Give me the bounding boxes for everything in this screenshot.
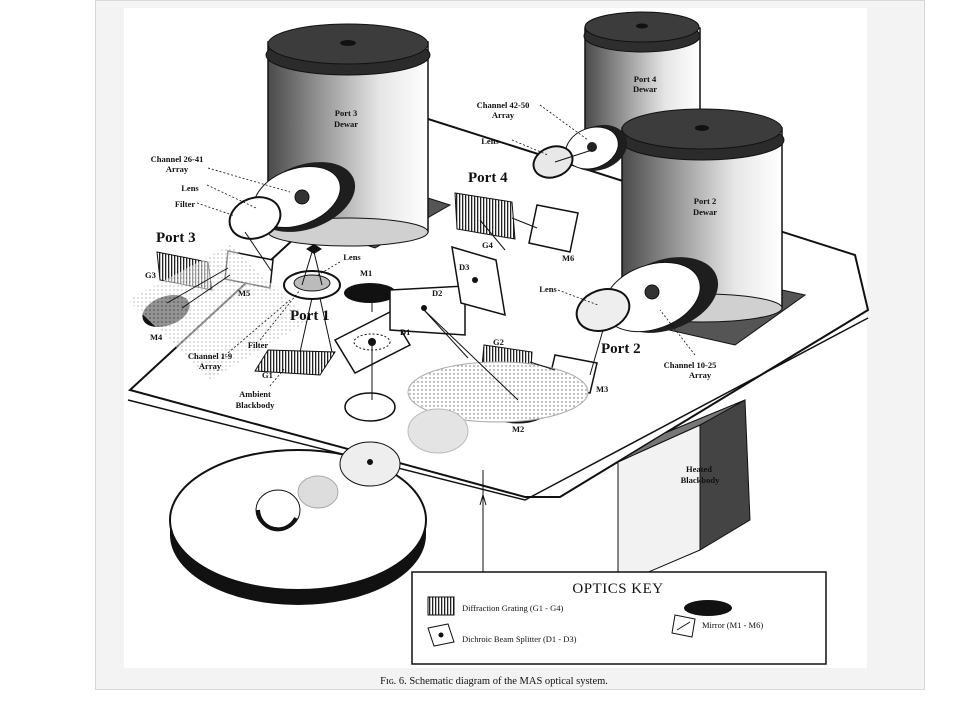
g3-label: G3 <box>145 270 156 280</box>
splitter-d3 <box>451 245 506 317</box>
heated-blackbody-label-1: Heated <box>686 464 712 474</box>
m2-label: M2 <box>512 424 524 434</box>
port2-lens-label: Lens <box>539 284 557 294</box>
d3-label: D3 <box>459 262 469 272</box>
port4-lens <box>532 145 574 179</box>
figure-caption: Fɪɢ. 6. Schematic diagram of the MAS opt… <box>380 676 608 687</box>
bench-edge <box>127 317 869 501</box>
splitter-d2-dot <box>421 305 427 311</box>
d2-label: D2 <box>432 288 442 298</box>
heated-blackbody-label-2: Blackbody <box>681 475 720 485</box>
port3-label: Port 3 <box>156 230 196 246</box>
port3-dewar-label-2: Dewar <box>334 119 358 129</box>
channel-1-9-label-2: Array <box>199 361 222 371</box>
channel-42-50-label-1: Channel 42-50 <box>477 100 530 110</box>
mirror-key-icon <box>684 600 732 616</box>
ambient-blackbody-label-1: Ambient <box>239 389 271 399</box>
port3-lens-label: Lens <box>181 183 199 193</box>
channel-10-25-label-1: Channel 10-25 <box>664 360 717 370</box>
port4-array-window <box>565 124 628 172</box>
port1-lens-inner <box>293 274 331 292</box>
ray-paths <box>166 149 604 580</box>
mirror-m6 <box>528 204 579 253</box>
ambient-blackbody-label-2: Blackbody <box>236 400 275 410</box>
port2-label: Port 2 <box>601 341 641 357</box>
optics-key: OPTICS KEY Diffraction Grating (G1 - G4)… <box>411 571 827 665</box>
port4-label: Port 4 <box>468 170 508 186</box>
port2-dewar-label-2: Dewar <box>693 207 717 217</box>
port3-lens <box>228 196 282 240</box>
m1-label: M1 <box>360 268 372 278</box>
mirror-m1 <box>344 283 396 303</box>
leader-lines <box>196 104 696 387</box>
port3-dewar-label-1: Port 3 <box>335 108 357 118</box>
port1-array-chip <box>306 244 322 254</box>
heated-blackbody: Heated Blackbody <box>617 399 751 586</box>
grating-key-label: Diffraction Grating (G1 - G4) <box>462 603 564 613</box>
port1-filter-label: Filter <box>248 340 269 350</box>
scan-mirror-assembly <box>169 333 469 605</box>
d1-label: D1 <box>400 327 410 337</box>
ambient-blackbody <box>407 361 589 423</box>
ambient-blackbody-shadow <box>128 245 310 380</box>
port3-filter-label: Filter <box>175 199 196 209</box>
m6-label: M6 <box>562 253 574 263</box>
grating-g4 <box>454 192 516 240</box>
grating-g1 <box>254 349 336 376</box>
optics-key-title: OPTICS KEY <box>572 581 663 597</box>
port1-label: Port 1 <box>290 308 330 324</box>
port4-dewar-label-2: Dewar <box>633 84 657 94</box>
channel-1-9-label-1: Channel 1-9 <box>188 351 232 361</box>
channel-26-41-label-2: Array <box>166 164 189 174</box>
m5-label: M5 <box>238 288 250 298</box>
port1-lens-label: Lens <box>343 252 361 262</box>
channel-26-41-label-1: Channel 26-41 <box>151 154 204 164</box>
channel-42-50-label-2: Array <box>492 110 515 120</box>
g4-label: G4 <box>482 240 494 250</box>
port2-lens <box>575 288 631 332</box>
g2-label: G2 <box>493 337 504 347</box>
g1-label: G1 <box>262 370 273 380</box>
splitter-d2 <box>389 285 466 336</box>
mirror-key-label: Mirror (M1 - M6) <box>702 620 763 630</box>
m3-label: M3 <box>596 384 608 394</box>
channel-10-25-label-2: Array <box>689 370 712 380</box>
port2-dewar-label-1: Port 2 <box>694 196 716 206</box>
m4-label: M4 <box>150 332 163 342</box>
grating-key-icon <box>427 596 455 616</box>
port4-dewar-label-1: Port 4 <box>634 74 657 84</box>
splitter-key-label: Dichroic Beam Splitter (D1 - D3) <box>462 634 577 644</box>
port4-lens-label: Lens <box>481 136 499 146</box>
splitter-d3-dot <box>472 277 478 283</box>
